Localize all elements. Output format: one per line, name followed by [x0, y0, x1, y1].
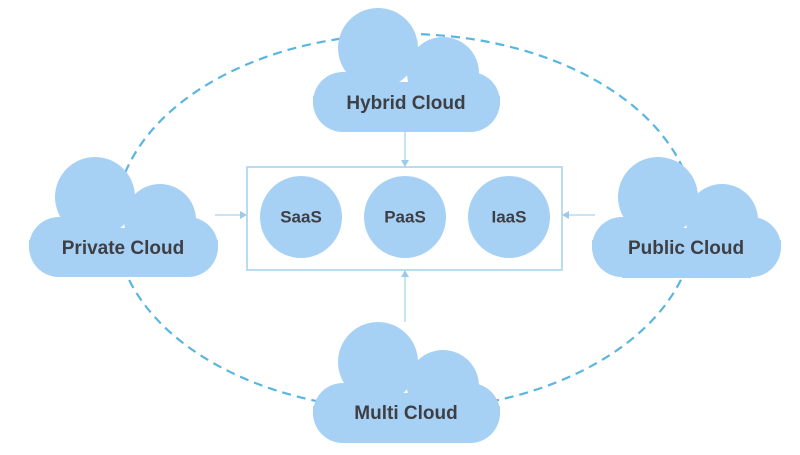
- private-cloud-label: Private Cloud: [62, 238, 184, 259]
- iaas-circle: [468, 176, 550, 258]
- saas-circle: [260, 176, 342, 258]
- cloud-icon: [313, 322, 500, 443]
- cloud-private[interactable]: Private Cloud: [29, 157, 218, 277]
- saas-label: SaaS: [280, 207, 322, 226]
- arrowhead-right: [240, 211, 247, 219]
- cloud-public[interactable]: Public Cloud: [592, 157, 781, 278]
- cloud-icon: [313, 8, 500, 132]
- arrowhead-left: [562, 211, 569, 219]
- arrowhead-down: [401, 160, 409, 167]
- cloud-icon: [592, 157, 781, 278]
- multi-cloud-label: Multi Cloud: [354, 403, 457, 424]
- service-saas[interactable]: SaaS: [260, 176, 342, 258]
- iaas-label: IaaS: [492, 207, 527, 226]
- public-cloud-label: Public Cloud: [628, 238, 744, 259]
- cloud-hybrid[interactable]: Hybrid Cloud: [313, 8, 500, 132]
- paas-label: PaaS: [384, 207, 426, 226]
- paas-circle: [364, 176, 446, 258]
- connectors: [215, 132, 595, 322]
- service-paas[interactable]: PaaS: [364, 176, 446, 258]
- cloud-multi[interactable]: Multi Cloud: [313, 322, 500, 443]
- cloud-icon: [29, 157, 218, 277]
- hybrid-cloud-label: Hybrid Cloud: [346, 93, 465, 114]
- arrowhead-up: [401, 270, 409, 277]
- service-iaas[interactable]: IaaS: [468, 176, 550, 258]
